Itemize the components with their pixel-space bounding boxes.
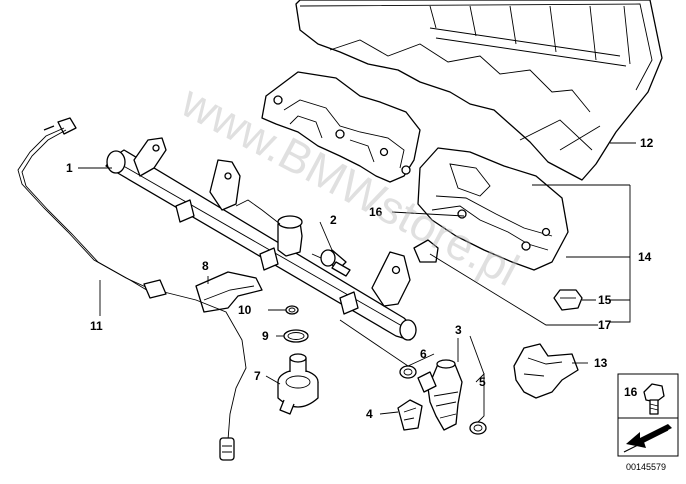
injector-seal-upper[interactable] xyxy=(399,365,417,379)
callout-16: 16 xyxy=(369,205,383,219)
callout-9: 9 xyxy=(262,329,269,343)
legend-inset: 16 00145579 xyxy=(617,373,679,472)
callout-labels: 1 2 3 4 5 6 7 8 9 10 11 12 13 14 15 16 1… xyxy=(66,136,654,421)
retaining-clip[interactable] xyxy=(195,271,263,313)
leader-lines xyxy=(78,142,636,423)
callout-7: 7 xyxy=(254,369,261,383)
callout-14: 14 xyxy=(638,250,652,264)
diagram-number: 00145579 xyxy=(626,462,666,472)
hose-clip[interactable] xyxy=(553,289,583,311)
callout-4: 4 xyxy=(366,407,373,421)
callout-12: 12 xyxy=(640,136,654,150)
bracket-clip[interactable] xyxy=(413,239,439,263)
callout-3: 3 xyxy=(455,323,462,337)
fuel-rail[interactable] xyxy=(105,137,417,341)
callout-6: 6 xyxy=(420,347,427,361)
callout-11: 11 xyxy=(90,319,103,333)
fuel-injector[interactable] xyxy=(417,359,463,431)
pressure-regulator[interactable] xyxy=(277,353,319,415)
injector-clip[interactable] xyxy=(397,399,423,431)
legend-bolt-icon xyxy=(643,383,665,415)
legend-part-number: 16 xyxy=(624,385,638,399)
callout-15: 15 xyxy=(598,293,612,307)
engine-cover[interactable] xyxy=(295,0,663,181)
legend-arrow-icon xyxy=(623,424,672,453)
callout-10: 10 xyxy=(238,303,252,317)
callout-8: 8 xyxy=(202,259,209,273)
callout-13: 13 xyxy=(594,356,608,370)
coil-shield-rear[interactable] xyxy=(261,71,421,183)
o-ring[interactable] xyxy=(283,329,309,343)
callout-17: 17 xyxy=(598,318,612,332)
callout-5: 5 xyxy=(479,375,486,389)
bolt[interactable] xyxy=(320,249,351,277)
callout-1: 1 xyxy=(66,161,73,175)
small-seal-ring[interactable] xyxy=(285,305,299,315)
coil-shield-front[interactable] xyxy=(417,147,569,271)
cable-holder[interactable] xyxy=(513,343,579,399)
callout-2: 2 xyxy=(330,213,337,227)
injector-seal-lower[interactable] xyxy=(469,421,487,435)
oxygen-sensor-cable[interactable] xyxy=(17,117,247,461)
